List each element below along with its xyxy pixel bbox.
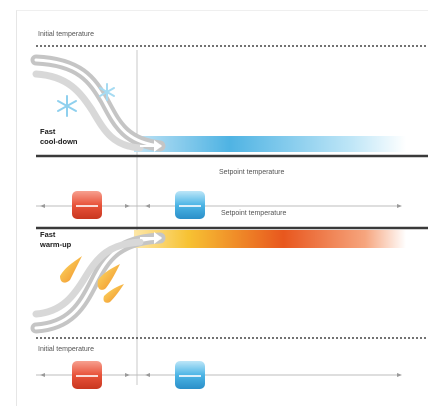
red-unit-icon <box>72 191 102 219</box>
fast-cooldown-label-line2: cool-down <box>40 137 78 146</box>
snowflake-icon-small <box>99 83 115 101</box>
warmup-curves <box>30 232 166 334</box>
blue-unit-icon-bottom <box>175 361 205 389</box>
setpoint-upper-arrow-markers <box>40 204 402 208</box>
fast-warmup-label-line1: Fast <box>40 230 56 239</box>
fast-cooldown-label-line1: Fast <box>40 127 56 136</box>
initial-temperature-label-bottom: Initial temperature <box>38 346 95 353</box>
snowflake-icon <box>57 95 77 117</box>
diagram-frame <box>16 10 428 406</box>
warmup-bar <box>134 230 406 248</box>
cooldown-arrowhead <box>154 140 162 152</box>
cooldown-bar <box>134 136 406 152</box>
flame-icon <box>60 256 124 303</box>
blue-unit-icon <box>175 191 205 219</box>
cooldown-curves <box>30 54 166 152</box>
warmup-arrowhead <box>154 232 162 244</box>
bottom-arrow-markers <box>40 373 402 377</box>
fast-warmup-label-line2: warm-up <box>40 240 72 249</box>
setpoint-temperature-label-lower: Setpoint temperature <box>221 210 287 217</box>
initial-temperature-label-top: Initial temperature <box>38 31 95 38</box>
red-unit-icon-bottom <box>72 361 102 389</box>
setpoint-temperature-label-upper: Setpoint temperature <box>219 169 285 176</box>
